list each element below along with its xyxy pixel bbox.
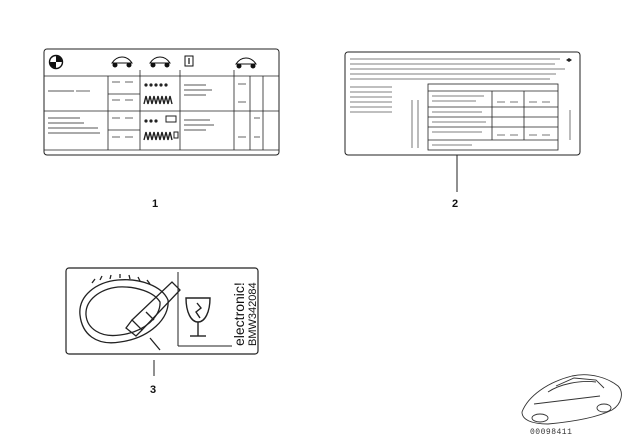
sensor-tool-icon [125,281,181,351]
bmw-logo-icon [48,54,64,70]
electronic-text: electronic! [231,282,247,346]
tire-info-label [344,51,581,156]
fine-print-1 [48,81,260,138]
part-number-text: BMW342084 [247,282,259,346]
marker-icon [566,58,572,62]
callout-3: 3 [150,384,157,396]
info-table-grid [427,83,559,151]
fine-print-table [432,95,550,146]
pressure-table-grid [44,70,279,151]
leader-lines [153,155,458,376]
electronic-warning-label: electronic! BMW342084 [65,267,259,355]
callout-1: 1 [152,198,159,210]
car-silhouette-icon [521,374,622,425]
car-load-icon [111,56,257,69]
fine-print-2 [350,58,565,113]
separator [177,272,232,347]
passenger-icons [143,83,179,141]
vertical-fine-print [411,100,571,148]
image-code: 00098411 [530,428,573,437]
fragile-glass-icon [185,297,211,337]
warning-icon [184,55,194,67]
tire-pressure-label [43,48,280,156]
tire-icon [79,274,169,344]
callout-2: 2 [452,198,459,210]
